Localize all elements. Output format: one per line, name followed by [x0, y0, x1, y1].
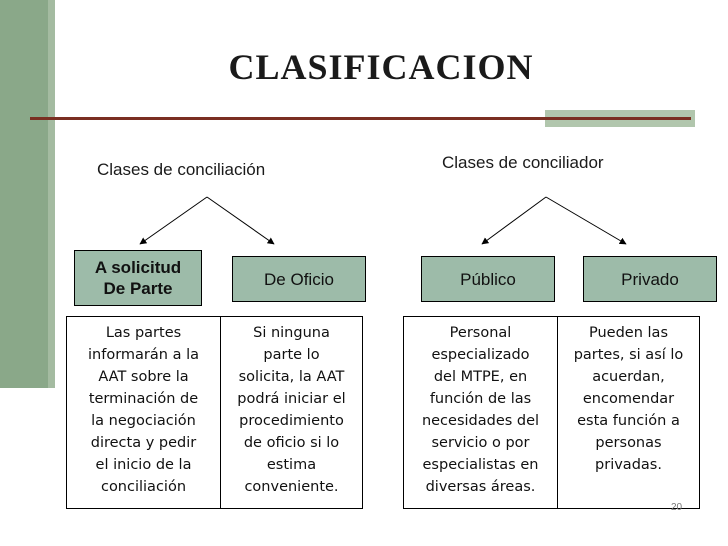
category-label: Privado	[621, 269, 679, 289]
description-table-left: Las partes informarán a la AAT sobre la …	[66, 316, 363, 509]
connector-right-b	[545, 196, 627, 245]
description-text: Pueden las partes, si así lo acuerdan, e…	[573, 325, 684, 473]
connector-left-b	[206, 196, 275, 245]
category-publico: Público	[421, 256, 555, 302]
description-text: Personal especializado del MTPE, en func…	[421, 325, 540, 495]
description-publico: Personal especializado del MTPE, en func…	[404, 317, 558, 508]
category-label: Público	[460, 269, 516, 289]
description-a-solicitud: Las partes informarán a la AAT sobre la …	[67, 317, 221, 508]
page-number: 20	[671, 502, 683, 513]
category-label: A solicitud De Parte	[94, 258, 182, 298]
sidebar-strip	[48, 0, 55, 388]
description-privado: Pueden las partes, si así lo acuerdan, e…	[558, 317, 699, 508]
connector-right-a	[481, 196, 547, 245]
title-rule	[30, 117, 691, 120]
category-de-oficio: De Oficio	[232, 256, 366, 302]
section-heading-conciliator: Clases de conciliador	[442, 153, 604, 172]
category-label: De Oficio	[264, 269, 334, 289]
sidebar-band	[0, 0, 48, 388]
description-de-oficio: Si ninguna parte lo solicita, la AAT pod…	[221, 317, 362, 508]
category-privado: Privado	[583, 256, 717, 302]
connector-left-a	[139, 196, 208, 245]
slide-title: CLASIFICACION	[228, 47, 534, 87]
description-text: Si ninguna parte lo solicita, la AAT pod…	[237, 325, 346, 495]
description-text: Las partes informarán a la AAT sobre la …	[88, 325, 199, 495]
section-heading-conciliation: Clases de conciliación	[97, 160, 266, 179]
category-a-solicitud: A solicitud De Parte	[74, 250, 202, 306]
description-table-right: Personal especializado del MTPE, en func…	[403, 316, 700, 509]
